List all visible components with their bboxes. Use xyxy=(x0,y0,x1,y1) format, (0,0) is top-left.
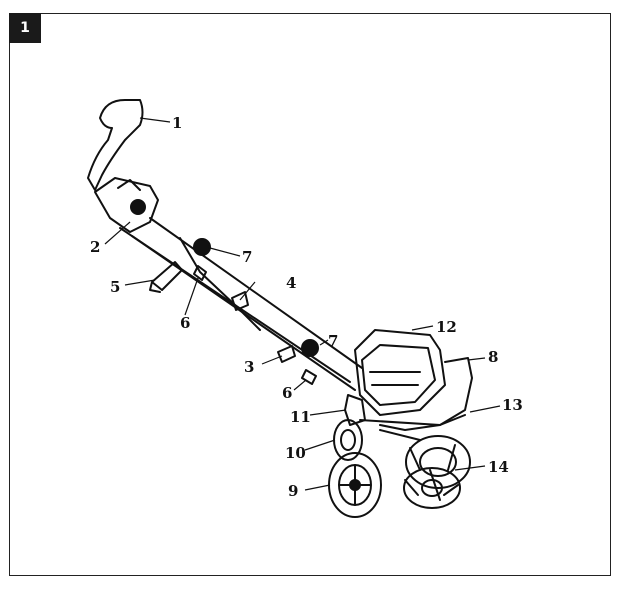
callout-11: 11 xyxy=(290,408,311,426)
figure-frame xyxy=(9,13,611,576)
callout-2: 2 xyxy=(90,238,100,256)
tines xyxy=(403,435,471,509)
tine-frame xyxy=(359,414,466,441)
handle-grip xyxy=(87,99,144,191)
cable-connector xyxy=(277,345,296,363)
figure-number-badge: 1 xyxy=(9,13,41,43)
motor-housing xyxy=(354,329,446,416)
callout-13: 13 xyxy=(502,396,523,414)
callout-1: 1 xyxy=(172,114,182,132)
locking-knob-lower xyxy=(301,339,319,357)
cable-clip-lower xyxy=(301,369,317,385)
cable-clip-upper xyxy=(193,265,207,281)
depth-bracket xyxy=(344,394,366,426)
callout-14: 14 xyxy=(488,458,509,476)
callout-9: 9 xyxy=(288,482,298,500)
callout-5: 5 xyxy=(110,278,120,296)
cable-strain-relief xyxy=(149,261,183,293)
callout-6-lower: 6 xyxy=(282,384,292,402)
callout-6-upper: 6 xyxy=(180,314,190,332)
callout-3: 3 xyxy=(244,358,254,376)
switch-box xyxy=(94,177,159,233)
switch-button xyxy=(130,199,146,215)
tine-shield xyxy=(379,357,473,431)
callout-7-lower: 7 xyxy=(328,332,338,350)
callout-12: 12 xyxy=(436,318,457,336)
power-cable xyxy=(179,237,261,331)
callout-8: 8 xyxy=(488,348,498,366)
locking-knob-upper xyxy=(193,238,211,256)
callout-10: 10 xyxy=(285,444,306,462)
callout-4: 4 xyxy=(286,274,296,292)
callout-7-upper: 7 xyxy=(242,248,252,266)
